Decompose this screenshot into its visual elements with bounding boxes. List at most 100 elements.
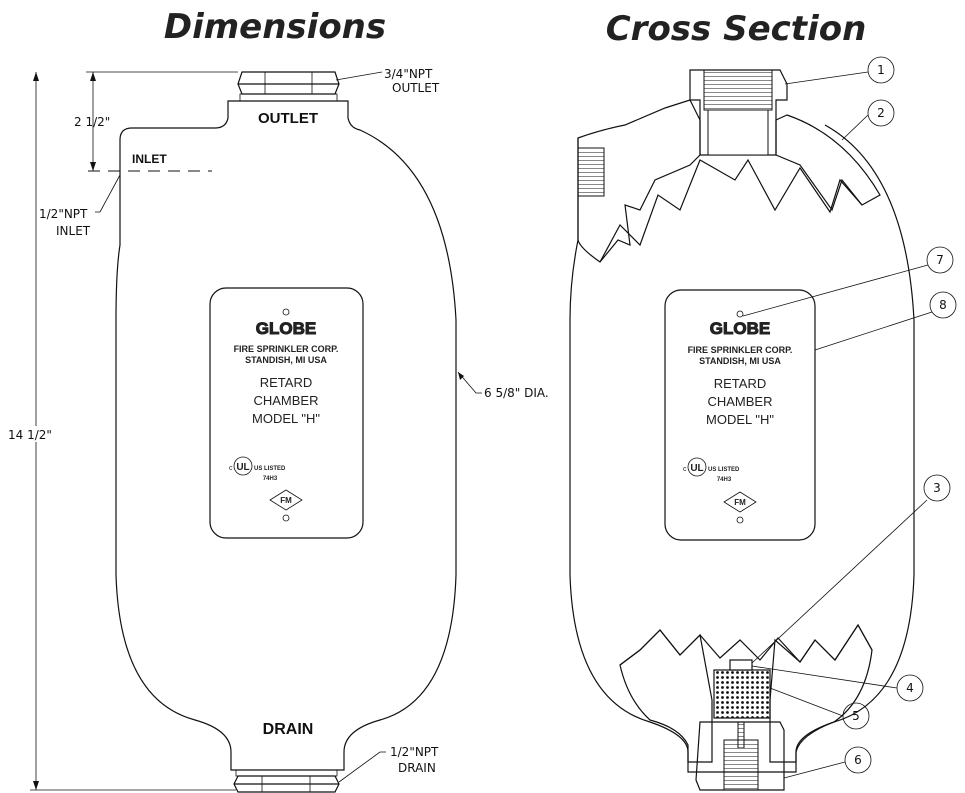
inlet-callout-type: INLET — [56, 224, 91, 238]
leader-4 — [751, 665, 898, 689]
leader-5 — [769, 687, 844, 717]
ul-code: 74H3 — [263, 476, 278, 482]
leader-1 — [784, 71, 869, 85]
nameplate-rivet — [282, 514, 290, 522]
cross-section-view: GLOBE FIRE SPRINKLER CORP. STANDISH, MI … — [569, 56, 957, 791]
outlet-callout-type: OUTLET — [392, 81, 440, 95]
top-fitting-threads — [703, 69, 773, 111]
title-dimensions: Dimensions — [164, 7, 386, 47]
callout-3: 3 — [923, 474, 951, 502]
nameplate-rivet — [736, 516, 744, 524]
drain-callout-size: 1/2"NPT — [390, 745, 439, 759]
outlet-callout-size: 3/4"NPT — [384, 67, 433, 81]
lower-wall-left — [619, 629, 713, 763]
nameplate-product: RETARD — [714, 376, 766, 391]
drain-callout-type: DRAIN — [398, 761, 436, 775]
outlet-label: OUTLET — [258, 110, 318, 127]
leader-7 — [742, 264, 929, 317]
nameplate-left: GLOBE FIRE SPRINKLER CORP. STANDISH, MI … — [209, 287, 364, 539]
callout-4: 4 — [896, 674, 924, 702]
ul-prefix: c — [229, 465, 233, 472]
leader-3 — [751, 499, 928, 664]
svg-text:4: 4 — [906, 681, 914, 695]
drain-leader — [338, 751, 386, 783]
nameplate-model: MODEL "H" — [252, 411, 320, 426]
strainer-rod — [737, 721, 745, 749]
nameplate-right: GLOBE FIRE SPRINKLER CORP. STANDISH, MI … — [664, 289, 816, 541]
outlet-hex-nut — [237, 71, 340, 95]
svg-text:5: 5 — [852, 709, 860, 723]
ul-listed: US LISTED — [254, 466, 286, 472]
nameplate-company: FIRE SPRINKLER CORP. — [688, 345, 793, 355]
title-cross-section: Cross Section — [606, 9, 867, 49]
dim-inlet-offset: 2 1/2" — [74, 115, 110, 129]
upper-wall-right — [775, 114, 881, 212]
ul-listed: US LISTED — [708, 467, 740, 473]
fm-logo-mark: FM — [280, 496, 292, 505]
nameplate-product: RETARD — [260, 375, 312, 390]
svg-text:7: 7 — [936, 253, 944, 267]
nameplate-brand: GLOBE — [256, 319, 316, 338]
svg-text:6: 6 — [854, 753, 862, 767]
inlet-callout-size: 1/2"NPT — [39, 207, 88, 221]
nameplate-brand: GLOBE — [710, 319, 770, 338]
fm-logo — [723, 491, 757, 513]
ul-logo — [233, 456, 253, 476]
nameplate-rivet — [736, 310, 744, 318]
ul-logo-mark: UL — [236, 462, 249, 473]
upper-wall-left — [577, 99, 701, 263]
ul-code: 74H3 — [717, 477, 732, 483]
dim-height: 14 1/2" — [8, 428, 52, 442]
callout-8: 8 — [929, 291, 957, 319]
svg-text:8: 8 — [939, 298, 947, 312]
inlet-port-threads — [577, 147, 605, 197]
drain-fitting-hatched — [695, 721, 785, 791]
callout-2: 2 — [867, 99, 895, 127]
fm-logo — [269, 489, 303, 511]
ul-logo-mark: UL — [690, 463, 703, 474]
nameplate-location: STANDISH, MI USA — [245, 355, 327, 365]
fm-logo-mark: FM — [734, 498, 746, 507]
strainer-nut — [729, 659, 753, 671]
diameter-leader — [457, 371, 482, 394]
leader-8 — [814, 311, 933, 351]
nameplate-product: CHAMBER — [707, 394, 772, 409]
leader-2 — [841, 114, 869, 141]
break-line-bottom — [619, 623, 873, 666]
nameplate-product: CHAMBER — [253, 393, 318, 408]
nameplate-model: MODEL "H" — [706, 412, 774, 427]
outlet-threads — [239, 93, 338, 102]
inlet-label: INLET — [132, 152, 167, 166]
drain-label: DRAIN — [263, 721, 314, 738]
dim-text-bg — [6, 426, 66, 442]
strainer-screen — [713, 669, 771, 719]
dimensions-view: OUTLET INLET DRAIN 3/4"NPT OUTLET 1/2"NP… — [6, 67, 549, 793]
nameplate-outline — [209, 287, 364, 539]
callout-1: 1 — [867, 56, 895, 84]
top-fitting-bore — [707, 109, 769, 156]
dim-diameter: 6 5/8" DIA. — [484, 386, 549, 400]
chamber-body-outline — [115, 100, 457, 771]
nameplate-location: STANDISH, MI USA — [699, 356, 781, 366]
ul-prefix: c — [683, 466, 687, 473]
leader-6 — [783, 761, 846, 779]
ul-logo — [687, 457, 707, 477]
drain-hex-nut — [233, 775, 340, 793]
inlet-leader — [95, 174, 121, 213]
nameplate-company: FIRE SPRINKLER CORP. — [234, 344, 339, 354]
callout-5: 5 — [842, 702, 870, 730]
drain-fitting-threads — [723, 739, 759, 791]
outlet-leader — [335, 71, 383, 81]
break-line-top — [599, 158, 863, 263]
callout-6: 6 — [844, 746, 872, 774]
svg-text:2: 2 — [877, 106, 885, 120]
drain-threads — [235, 769, 338, 777]
svg-text:1: 1 — [877, 63, 885, 77]
nameplate-rivet — [282, 308, 290, 316]
svg-text:3: 3 — [933, 481, 941, 495]
diameter-arrow — [458, 372, 464, 380]
nameplate-outline — [664, 289, 816, 541]
callout-7: 7 — [926, 246, 954, 274]
